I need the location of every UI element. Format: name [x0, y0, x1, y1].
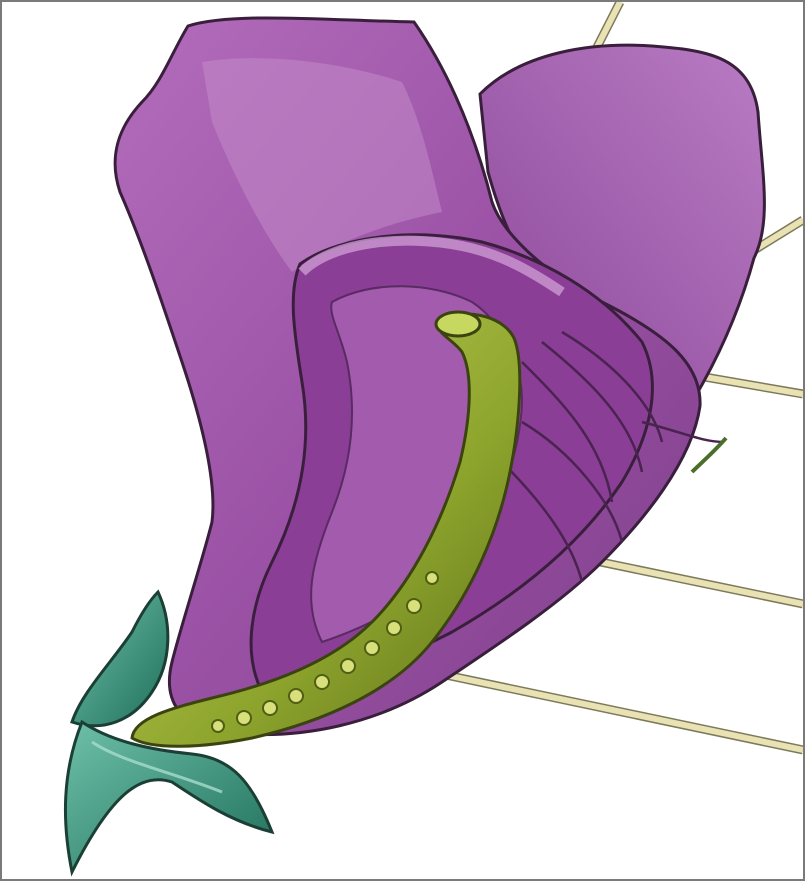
- stamen-tip: [692, 438, 726, 472]
- leader-line-5-fill: [422, 670, 803, 750]
- sepal-left: [72, 592, 168, 726]
- stigma: [436, 312, 480, 336]
